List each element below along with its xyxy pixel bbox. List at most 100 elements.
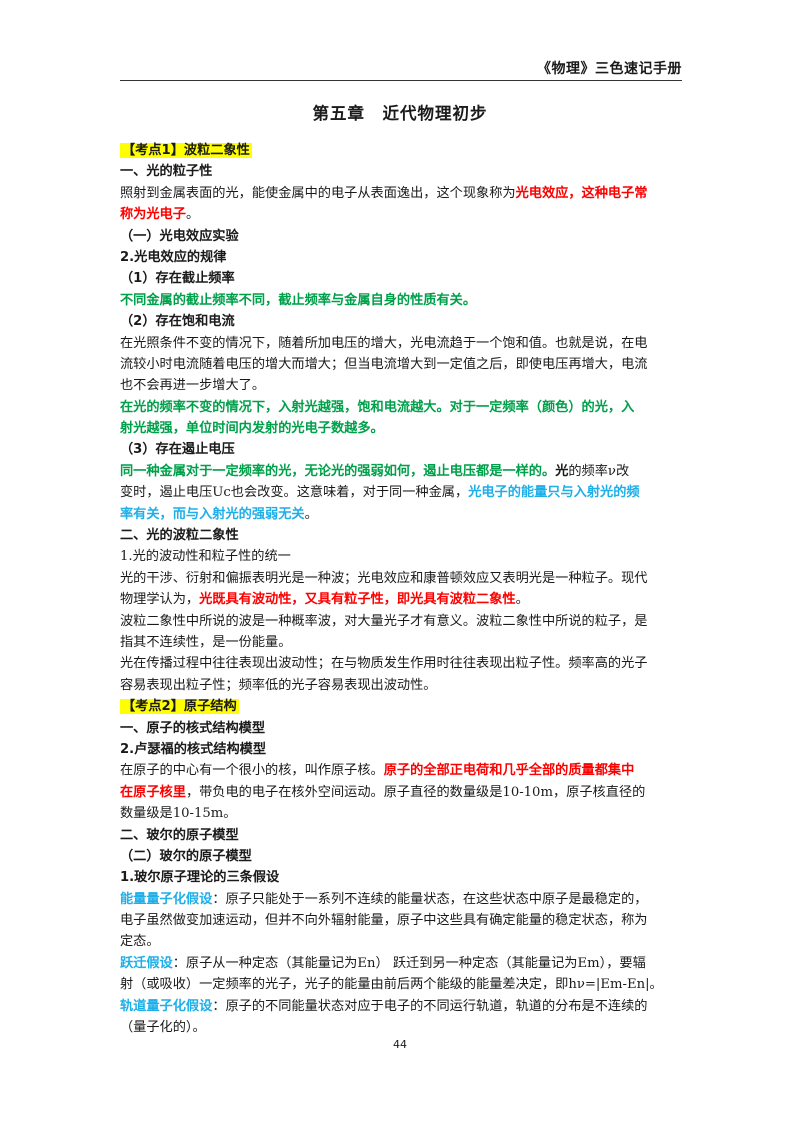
text-segment: 光在传播过程中往往表现出波动性；在与物质发生作用时往往表现出粒子性。频率高的光子 (120, 656, 648, 672)
text-segment: 流较小时电流随着电压的增大而增大；但当电流增大到一定值之后，即使电压再增大，电流 (120, 356, 648, 372)
text-segment: 2.光电效应的规律 (120, 249, 227, 265)
page-number: 44 (393, 1038, 407, 1051)
text-segment: 射（或吸收）一定频率的光子，光子的能量由前后两个能级的能量差决定，即hν=|Em… (120, 977, 663, 993)
text-segment: 射光越强，单位时间内发射的光电子数越多。 (120, 421, 384, 437)
text-line: 变时，遏止电压Uc也会改变。这意味着，对于同一种金属，光电子的能量只与入射光的频 (120, 482, 684, 503)
text-segment: 原子的全部正电荷和几乎全部的质量都集中 (383, 763, 635, 779)
text-line: 一、光的粒子性 (120, 161, 684, 182)
text-segment: 能量量子化假设 (120, 891, 213, 907)
text-line: 指其不连续性，是一份能量。 (120, 632, 684, 653)
text-segment: 。 (304, 506, 318, 522)
text-segment: 光电效应 (515, 185, 569, 201)
text-segment: 。 (185, 207, 200, 223)
text-segment: 在光的频率不变的情况下，入射光越强，饱和电流越大。对于一定频率（颜色）的光，入 (120, 399, 635, 415)
text-line: 在光的频率不变的情况下，入射光越强，饱和电流越大。对于一定频率（颜色）的光，入 (120, 397, 684, 418)
text-segment: 一、光的粒子性 (120, 164, 213, 180)
text-line: 也不会再进一步增大了。 (120, 375, 684, 396)
text-line: 光的干涉、衍射和偏振表明光是一种波；光电效应和康普顿效应又表明光是一种粒子。现代 (120, 568, 684, 589)
text-segment: 照射到金属表面的光，能使金属中的电子从表面逸出，这个现象称为 (120, 185, 516, 201)
text-segment: 光既具有波动性，又具有粒子性，即光具有波粒二象性 (199, 592, 516, 608)
text-line: 跃迁假设：原子从一种定态（其能量记为En） 跃迁到另一种定态（其能量记为Em），… (120, 953, 684, 974)
text-line: 在光照条件不变的情况下，随着所加电压的增大，光电流趋于一个饱和值。也就是说，在电 (120, 333, 684, 354)
text-line: 二、光的波粒二象性 (120, 525, 684, 546)
text-segment: ：原子的不同能量状态对应于电子的不同运行轨道，轨道的分布是不连续的 (212, 998, 648, 1014)
text-segment: 1.玻尔原子理论的三条假设 (120, 870, 280, 886)
text-segment: 光 (555, 463, 569, 479)
chapter-title: 第五章 近代物理初步 (312, 104, 488, 123)
text-line: 率有关，而与入射光的强弱无关。 (120, 504, 684, 525)
header-title: 《物理》三色速记手册 (537, 61, 682, 77)
text-line: 光在传播过程中往往表现出波动性；在与物质发生作用时往往表现出粒子性。频率高的光子 (120, 653, 684, 674)
text-line: 2.卢瑟福的核式结构模型 (120, 739, 684, 760)
text-segment: （量子化的）。 (120, 1020, 206, 1036)
text-segment: ：原子只能处于一系列不连续的能量状态，在这些状态中原子是最稳定的， (212, 891, 648, 907)
text-line: 电子虽然做变加速运动，但并不向外辐射能量，原子中这些具有确定能量的稳定状态，称为 (120, 910, 684, 931)
text-segment: （1）存在截止频率 (120, 271, 235, 287)
text-segment: 二、光的波粒二象性 (120, 528, 239, 544)
text-segment: 不同金属的截止频率不同，截止频率与金属自身的性质有关。 (120, 292, 477, 308)
text-line: 不同金属的截止频率不同，截止频率与金属自身的性质有关。 (120, 290, 684, 311)
text-line: 在原子核里，带负电的电子在核外空间运动。原子直径的数量级是10-10m，原子核直… (120, 782, 684, 803)
text-line: 射光越强，单位时间内发射的光电子数越多。 (120, 418, 684, 439)
text-line: 数量级是10-15m。 (120, 803, 684, 824)
text-segment: 2.卢瑟福的核式结构模型 (120, 741, 267, 757)
text-segment: 的频率ν改 (568, 463, 630, 479)
text-line: 称为光电子。 (120, 204, 684, 225)
text-line: 波粒二象性中所说的波是一种概率波，对大量光子才有意义。波粒二象性中所说的粒子，是 (120, 611, 684, 632)
text-segment: 指其不连续性，是一份能量。 (120, 634, 292, 650)
text-line: （量子化的）。 (120, 1017, 684, 1038)
text-line: （二）玻尔的原子模型 (120, 846, 684, 867)
text-line: 1.光的波动性和粒子性的统一 (120, 546, 684, 567)
text-line: （2）存在饱和电流 (120, 311, 684, 332)
text-line: （1）存在截止频率 (120, 268, 684, 289)
text-segment: （3）存在遏止电压 (120, 442, 235, 458)
text-line: （一）光电效应实验 (120, 226, 684, 247)
text-line: 定态。 (120, 931, 684, 952)
text-segment: 率有关，而与入射光的强弱无关 (120, 506, 305, 522)
text-segment: （一）光电效应实验 (120, 228, 239, 244)
text-segment: 1.光的波动性和粒子性的统一 (120, 549, 291, 565)
text-segment: ，这种电子常 (568, 185, 648, 201)
text-segment: 定态。 (120, 934, 160, 950)
text-segment: 物理学认为， (120, 592, 200, 608)
text-line: 在原子的中心有一个很小的核，叫作原子核。原子的全部正电荷和几乎全部的质量都集中 (120, 760, 684, 781)
text-line: 轨道量子化假设：原子的不同能量状态对应于电子的不同运行轨道，轨道的分布是不连续的 (120, 996, 684, 1017)
text-line: 容易表现出粒子性；频率低的光子容易表现出波动性。 (120, 675, 684, 696)
body-text: 【考点1】波粒二象性一、光的粒子性照射到金属表面的光，能使金属中的电子从表面逸出… (120, 140, 684, 1038)
text-segment: 变时，遏止电压Uc也会改变。这意味着，对于同一种金属， (120, 485, 469, 501)
text-segment: 在原子核里 (120, 784, 186, 800)
text-line: 射（或吸收）一定频率的光子，光子的能量由前后两个能级的能量差决定，即hν=|Em… (120, 974, 684, 995)
text-segment: 光电子的能量只与入射光的频 (468, 485, 640, 501)
text-segment: 。 (515, 592, 529, 608)
text-segment: 波粒二象性中所说的波是一种概率波，对大量光子才有意义。波粒二象性中所说的粒子，是 (120, 613, 648, 629)
text-line: 同一种金属对于一定频率的光，无论光的强弱如何，遏止电压都是一样的。光的频率ν改 (120, 461, 684, 482)
text-line: 照射到金属表面的光，能使金属中的电子从表面逸出，这个现象称为光电效应，这种电子常 (120, 183, 684, 204)
text-line: 【考点1】波粒二象性 (120, 140, 684, 161)
section-label: 【考点1】波粒二象性 (120, 143, 252, 158)
text-segment: 光的干涉、衍射和偏振表明光是一种波；光电效应和康普顿效应又表明光是一种粒子。现代 (120, 570, 648, 586)
text-segment: 一、原子的核式结构模型 (120, 720, 266, 736)
text-line: 1.玻尔原子理论的三条假设 (120, 867, 684, 888)
text-segment: 同一种金属对于一定频率的光，无论光的强弱如何，遏止电压都是一样的。 (120, 463, 556, 479)
text-segment: 容易表现出粒子性；频率低的光子容易表现出波动性。 (120, 677, 437, 693)
text-line: 流较小时电流随着电压的增大而增大；但当电流增大到一定值之后，即使电压再增大，电流 (120, 354, 684, 375)
text-segment: 数量级是10-15m。 (120, 806, 237, 822)
text-segment: 在原子的中心有一个很小的核，叫作原子核。 (120, 763, 384, 779)
text-segment: 二、玻尔的原子模型 (120, 827, 239, 843)
text-line: 二、玻尔的原子模型 (120, 825, 684, 846)
page-header: 《物理》三色速记手册 (120, 58, 682, 81)
text-segment: （二）玻尔的原子模型 (120, 848, 252, 864)
text-segment: 跃迁假设 (120, 955, 173, 971)
text-segment: ：原子从一种定态（其能量记为En） 跃迁到另一种定态（其能量记为Em），要辐 (172, 955, 646, 971)
text-segment: 电子虽然做变加速运动，但并不向外辐射能量，原子中这些具有确定能量的稳定状态，称为 (120, 913, 648, 929)
text-segment: 轨道量子化假设 (120, 998, 213, 1014)
text-segment: 在光照条件不变的情况下，随着所加电压的增大，光电流趋于一个饱和值。也就是说，在电 (120, 335, 648, 351)
text-segment: 也不会再进一步增大了。 (120, 378, 266, 394)
text-segment: （2）存在饱和电流 (120, 314, 235, 330)
text-segment: ，带负电的电子在核外空间运动。原子直径的数量级是10-10m，原子核直径的 (185, 784, 646, 800)
text-segment: 称为光电子 (120, 207, 186, 223)
text-line: 【考点2】原子结构 (120, 696, 684, 717)
text-line: 能量量子化假设：原子只能处于一系列不连续的能量状态，在这些状态中原子是最稳定的， (120, 889, 684, 910)
text-line: 一、原子的核式结构模型 (120, 718, 684, 739)
